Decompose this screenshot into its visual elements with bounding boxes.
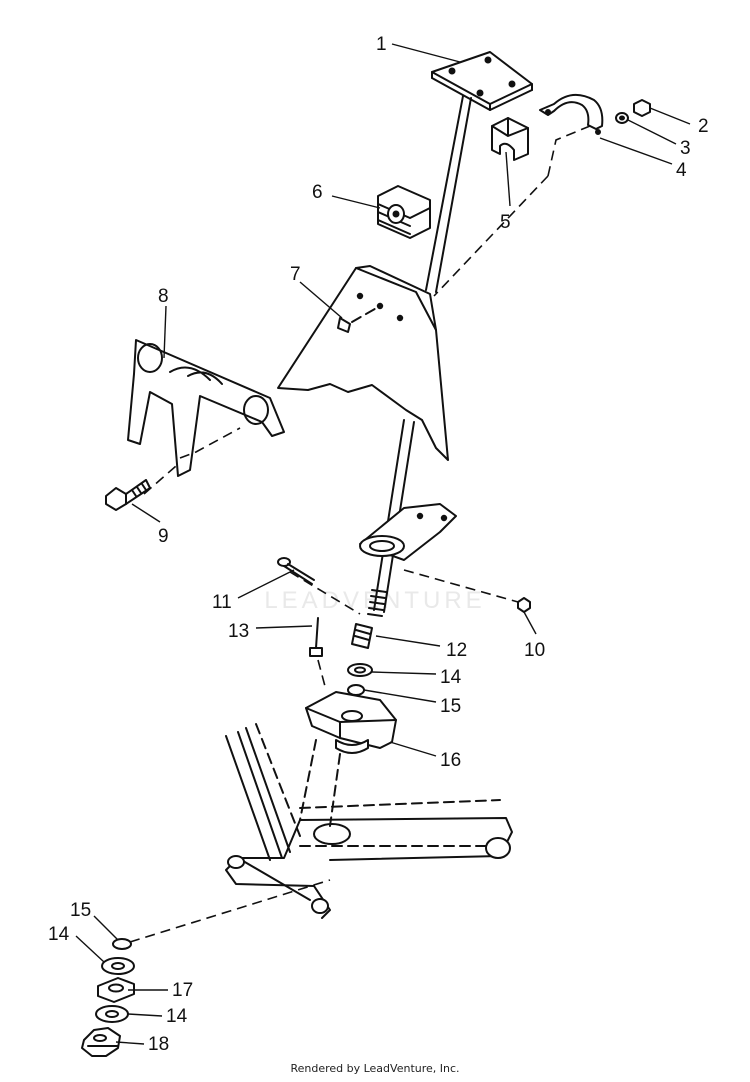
callout-9: 9 (158, 526, 169, 547)
callout-10: 10 (524, 640, 545, 661)
rubber-block-part-6 (377, 185, 431, 239)
clevis-pin-part-13 (309, 617, 323, 657)
screw-part-7 (337, 305, 381, 333)
callout-14-lower-b: 14 (166, 1006, 188, 1027)
cotter-pin-part-11 (277, 557, 315, 585)
frame-structure (225, 723, 513, 919)
callout-1: 1 (376, 34, 387, 55)
washer-part-14-lower-b (95, 1005, 129, 1023)
washer-part-14-upper (347, 663, 373, 677)
callout-15-upper: 15 (440, 696, 461, 717)
steering-shaft-part (367, 51, 533, 617)
callout-14-upper: 14 (440, 667, 462, 688)
nut-part-10 (517, 597, 531, 613)
ring-part-15-lower (112, 938, 132, 950)
callout-7: 7 (290, 264, 301, 285)
leader-lines (75, 43, 691, 1045)
slotted-nut-part-17 (97, 977, 135, 1003)
callout-16: 16 (440, 750, 461, 771)
washer-part-14-lower-a (101, 957, 135, 975)
nut-part-2 (633, 99, 651, 117)
callout-6: 6 (312, 182, 323, 203)
callout-17: 17 (172, 980, 193, 1001)
render-credit: Rendered by LeadVenture, Inc. (290, 1062, 460, 1075)
callout-11: 11 (212, 592, 232, 613)
bolt-part-9 (105, 479, 151, 511)
shaft-support-plate (359, 503, 457, 561)
washer-part-3 (615, 112, 629, 124)
callout-14-lower-a: 14 (48, 924, 70, 945)
callout-15-lower: 15 (70, 900, 91, 921)
callout-18: 18 (148, 1034, 169, 1055)
callout-12: 12 (446, 640, 467, 661)
dash-panel (277, 265, 449, 461)
clamp-part-4 (539, 93, 604, 135)
callout-labels: 1 2 3 4 5 6 7 8 9 10 11 13 12 14 15 16 1… (48, 34, 709, 1055)
callout-5: 5 (500, 212, 511, 233)
coupler-part-12 (351, 623, 373, 649)
callout-2: 2 (698, 116, 709, 137)
callout-3: 3 (680, 138, 691, 159)
callout-4: 4 (676, 160, 687, 181)
ring-part-15-upper (347, 684, 365, 696)
callout-8: 8 (158, 286, 169, 307)
callout-12-13: 13 (228, 621, 249, 642)
housing-part-16 (305, 691, 397, 754)
castle-nut-part-18 (81, 1027, 121, 1057)
bracket-part-8 (127, 339, 285, 477)
bushing-part-5 (491, 117, 529, 161)
